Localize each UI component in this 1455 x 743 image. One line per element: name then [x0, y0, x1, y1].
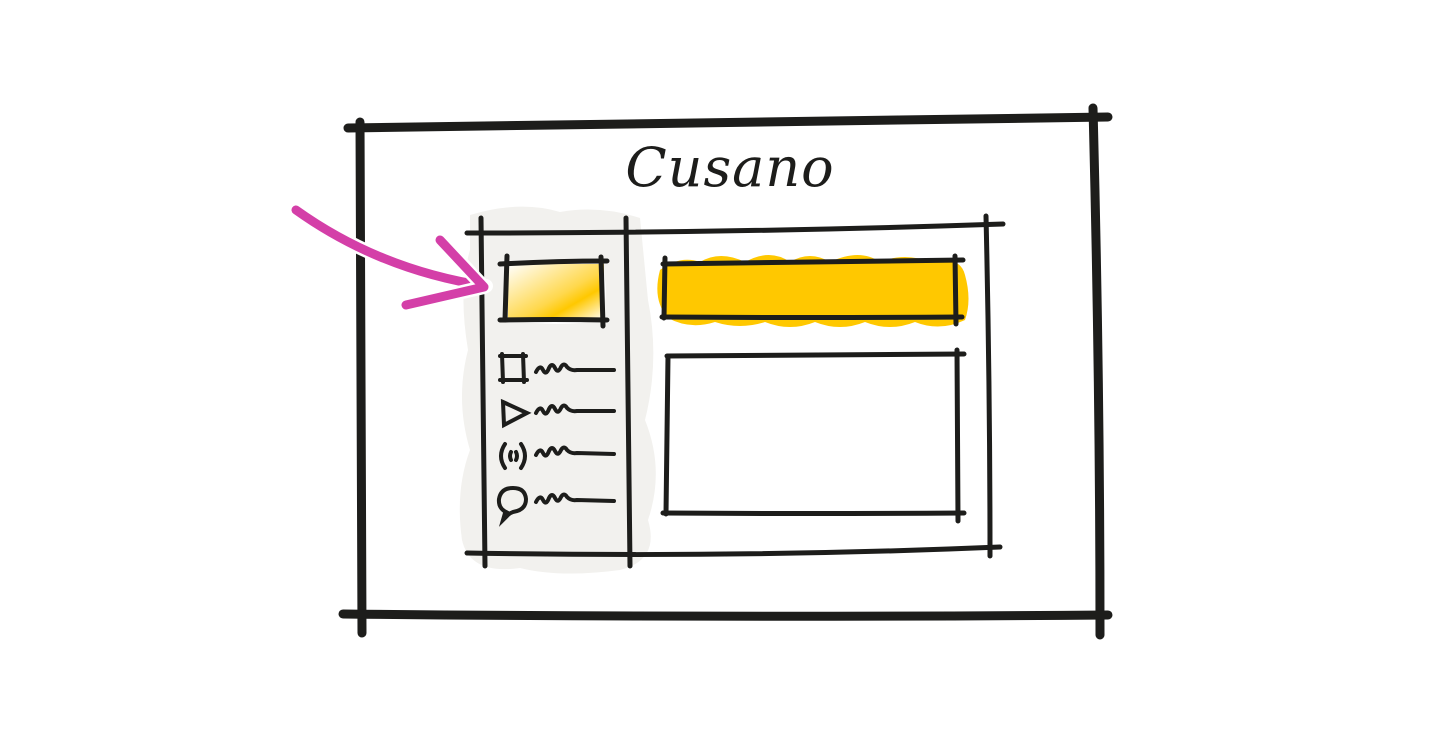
- sidebar-logo-box: [497, 253, 610, 329]
- outer-frame: [338, 103, 1113, 640]
- square-icon: [498, 352, 529, 384]
- nav-item-2-label: [534, 403, 616, 416]
- header-bar: [657, 253, 969, 327]
- app-title: Cusano: [625, 136, 835, 199]
- nav-item-4-label: [534, 492, 616, 505]
- broadcast-icon: [499, 442, 527, 470]
- play-icon: [500, 398, 532, 429]
- sidebar-nav: [496, 352, 616, 527]
- app-frame: [464, 213, 1006, 569]
- nav-item-1-label: [534, 362, 616, 375]
- nav-item-3-label: [534, 445, 616, 458]
- content-box: [660, 347, 967, 524]
- chat-bubble-icon: [496, 485, 529, 527]
- annotation-arrow: [289, 203, 493, 312]
